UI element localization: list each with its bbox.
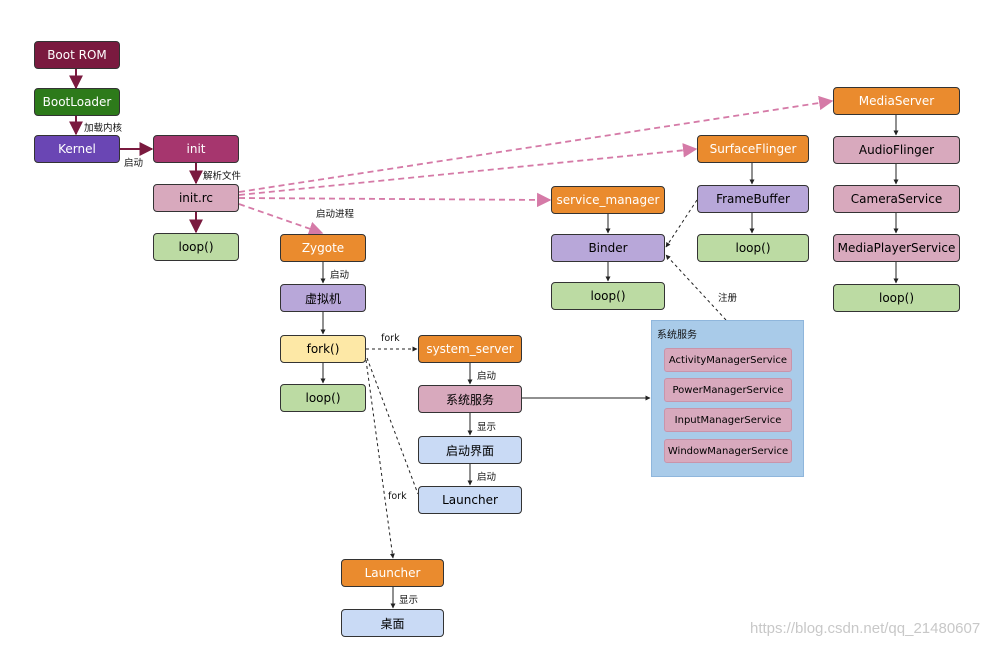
boot-screen-node: 启动界面 — [418, 436, 522, 464]
label-zygote-start: 启动 — [330, 270, 350, 281]
init-loop-node: loop() — [153, 233, 239, 261]
power-manager-service: PowerManagerService — [664, 378, 792, 402]
binder-node: Binder — [551, 234, 665, 262]
boot-rom-node: Boot ROM — [34, 41, 120, 69]
service-manager-node: service_manager — [551, 186, 665, 214]
sf-loop-node: loop() — [697, 234, 809, 262]
launcher-node: Launcher — [418, 486, 522, 514]
label-start-process: 启动进程 — [316, 209, 355, 220]
fork-node: fork() — [280, 335, 366, 363]
system-services-title: 系统服务 — [657, 330, 697, 341]
edge-register-binder — [665, 254, 727, 321]
label-load-kernel: 加载内核 — [84, 123, 123, 134]
media-player-service-node: MediaPlayerService — [833, 234, 960, 262]
activity-manager-service: ActivityManagerService — [664, 348, 792, 372]
label-ss-start: 启动 — [477, 371, 497, 382]
label-register: 注册 — [718, 293, 738, 304]
system-server-node: system_server — [418, 335, 522, 363]
frame-buffer-node: FrameBuffer — [697, 185, 809, 213]
system-services-container: 系统服务 ActivityManagerService PowerManager… — [651, 320, 804, 477]
edge-fork-launcher-orange — [365, 359, 395, 559]
init-node: init — [153, 135, 239, 163]
edge-initrc-zygote — [238, 203, 324, 236]
ms-loop-node: loop() — [833, 284, 960, 312]
system-services-node: 系统服务 — [418, 385, 522, 413]
edge-framebuffer-binder — [665, 199, 698, 248]
surface-flinger-node: SurfaceFlinger — [697, 135, 809, 163]
sm-loop-node: loop() — [551, 282, 665, 310]
zygote-node: Zygote — [280, 234, 366, 262]
bootloader-node: BootLoader — [34, 88, 120, 116]
camera-service-node: CameraService — [833, 185, 960, 213]
zygote-loop-node: loop() — [280, 384, 366, 412]
input-manager-service: InputManagerService — [664, 408, 792, 432]
desktop-node: 桌面 — [341, 609, 444, 637]
label-boot-start: 启动 — [477, 472, 497, 483]
watermark: https://blog.csdn.net/qq_21480607 — [750, 620, 981, 637]
kernel-node: Kernel — [34, 135, 120, 163]
vm-node: 虚拟机 — [280, 284, 366, 312]
media-server-node: MediaServer — [833, 87, 960, 115]
audio-flinger-node: AudioFlinger — [833, 136, 960, 164]
label-show-desktop: 显示 — [399, 595, 419, 606]
label-fork-2: fork — [388, 491, 407, 502]
label-show: 显示 — [477, 422, 497, 433]
label-parse-file: 解析文件 — [203, 171, 242, 182]
edge-fork-launcher-small — [366, 357, 419, 495]
label-fork-1: fork — [381, 333, 400, 344]
edge-initrc-surfaceflinger — [238, 143, 698, 196]
launcher-orange-node: Launcher — [341, 559, 444, 587]
init-rc-node: init.rc — [153, 184, 239, 212]
window-manager-service: WindowManagerService — [664, 439, 792, 463]
edge-initrc-servicemanager — [238, 192, 552, 208]
label-start-init: 启动 — [124, 158, 144, 169]
